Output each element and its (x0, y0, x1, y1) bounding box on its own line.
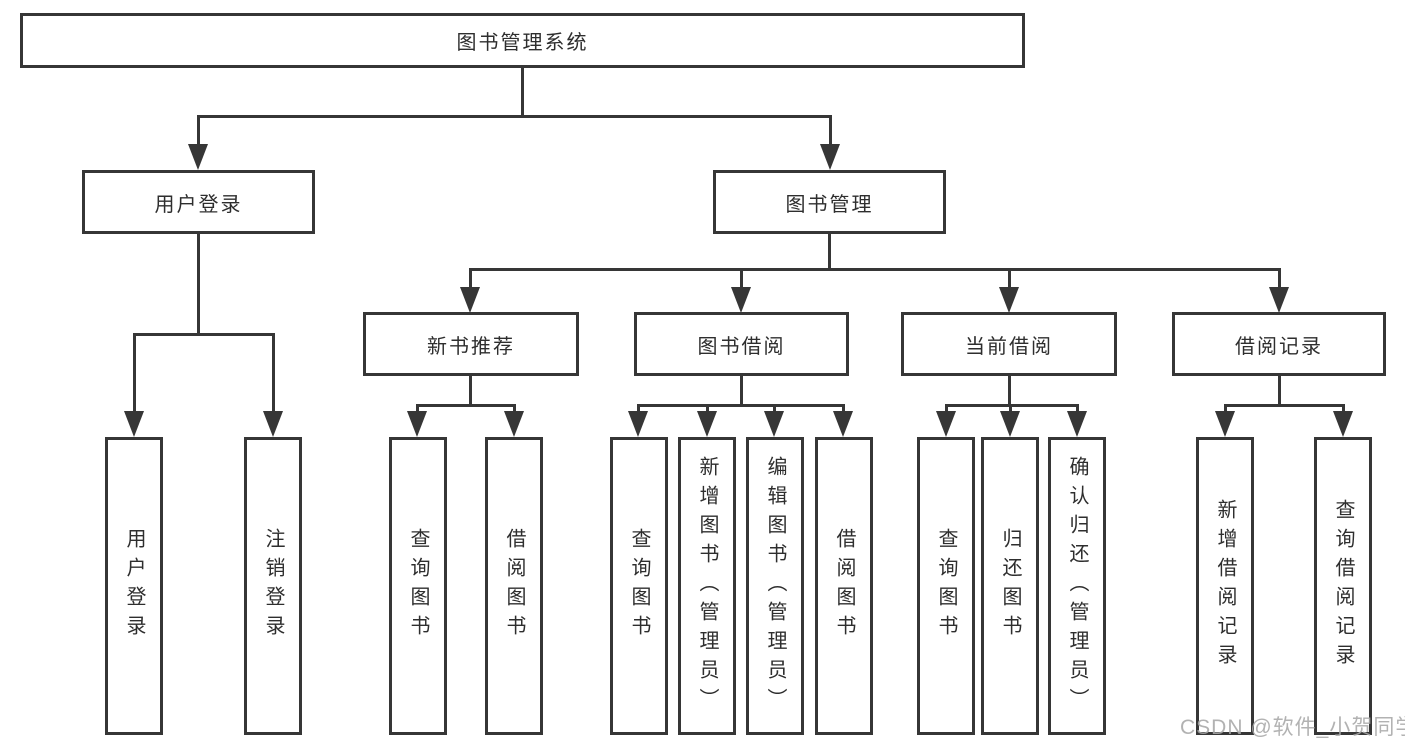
leaf-label: 新增图书（管理员） (696, 455, 718, 717)
leaf-query-borrow-record: 查询借阅记录 (1314, 437, 1372, 735)
connector-segment (469, 374, 472, 407)
arrowhead (1333, 411, 1353, 437)
leaf-borrow-books-recommend: 借阅图书 (485, 437, 543, 735)
connector-segment (469, 268, 472, 291)
leaf-borrow-books-borrowing: 借阅图书 (815, 437, 873, 735)
leaf-label: 借阅图书 (503, 528, 525, 644)
arrowhead (628, 411, 648, 437)
arrowhead (407, 411, 427, 437)
connector-segment (1224, 404, 1227, 414)
connector-segment (1008, 374, 1011, 407)
leaf-label: 查询图书 (407, 528, 429, 644)
leaf-add-borrow-record: 新增借阅记录 (1196, 437, 1254, 735)
node-borrowing-records: 借阅记录 (1172, 312, 1386, 376)
arrowhead (1215, 411, 1235, 437)
connector-segment (197, 115, 831, 118)
arrowhead (124, 411, 144, 437)
connector-segment (706, 404, 709, 414)
leaf-add-books-admin: 新增图书（管理员） (678, 437, 736, 735)
node-book-management: 图书管理 (713, 170, 946, 234)
connector-segment (513, 404, 516, 414)
arrowhead (263, 411, 283, 437)
leaf-edit-books-admin: 编辑图书（管理员） (746, 437, 804, 735)
leaf-label: 确认归还（管理员） (1066, 455, 1088, 717)
connector-segment (740, 268, 743, 291)
connector-segment (1278, 268, 1281, 291)
arrowhead (1000, 411, 1020, 437)
leaf-user-login: 用户登录 (105, 437, 163, 735)
arrowhead (764, 411, 784, 437)
connector-segment (521, 66, 524, 118)
leaf-return-books: 归还图书 (981, 437, 1039, 735)
csdn-watermark: CSDN @软件_小贺同学 (1180, 716, 1405, 739)
leaf-label: 查询图书 (935, 528, 957, 644)
leaf-label: 新增借阅记录 (1214, 499, 1236, 673)
connector-segment (469, 268, 1280, 271)
connector-segment (1342, 404, 1345, 414)
connector-segment (1224, 404, 1344, 407)
connector-segment (197, 115, 200, 148)
arrowhead (936, 411, 956, 437)
connector-segment (1278, 374, 1281, 407)
arrowhead (1269, 287, 1289, 313)
arrowhead (504, 411, 524, 437)
node-current-borrowing: 当前借阅 (901, 312, 1117, 376)
arrowhead (999, 287, 1019, 313)
leaf-label: 查询图书 (628, 528, 650, 644)
connector-segment (272, 333, 275, 415)
connector-segment (133, 333, 136, 415)
arrowhead (731, 287, 751, 313)
connector-segment (829, 115, 832, 148)
connector-segment (637, 404, 640, 414)
leaf-label: 归还图书 (999, 528, 1021, 644)
connector-segment (416, 404, 516, 407)
connector-segment (773, 404, 776, 414)
leaf-label: 编辑图书（管理员） (764, 455, 786, 717)
arrowhead (188, 144, 208, 170)
connector-segment (842, 404, 845, 414)
node-book-borrowing: 图书借阅 (634, 312, 849, 376)
node-new-book-recommendation: 新书推荐 (363, 312, 579, 376)
leaf-label: 用户登录 (123, 528, 145, 644)
connector-segment (945, 404, 948, 414)
arrowhead (460, 287, 480, 313)
connector-segment (197, 232, 200, 335)
leaf-query-books-recommend: 查询图书 (389, 437, 447, 735)
connector-segment (740, 374, 743, 407)
leaf-label: 借阅图书 (833, 528, 855, 644)
leaf-query-books-borrowing: 查询图书 (610, 437, 668, 735)
connector-segment (416, 404, 419, 414)
node-user-login: 用户登录 (82, 170, 315, 234)
node-library-system: 图书管理系统 (20, 13, 1025, 68)
connector-segment (133, 333, 274, 336)
connector-segment (1008, 268, 1011, 291)
leaf-query-books-current: 查询图书 (917, 437, 975, 735)
leaf-label: 查询借阅记录 (1332, 499, 1354, 673)
arrowhead (833, 411, 853, 437)
connector-segment (828, 232, 831, 271)
leaf-label: 注销登录 (262, 528, 284, 644)
connector-segment (1009, 404, 1012, 414)
arrowhead (1067, 411, 1087, 437)
leaf-confirm-return-admin: 确认归还（管理员） (1048, 437, 1106, 735)
arrowhead (697, 411, 717, 437)
connector-segment (637, 404, 845, 407)
connector-segment (1076, 404, 1079, 414)
leaf-logout-login: 注销登录 (244, 437, 302, 735)
arrowhead (820, 144, 840, 170)
